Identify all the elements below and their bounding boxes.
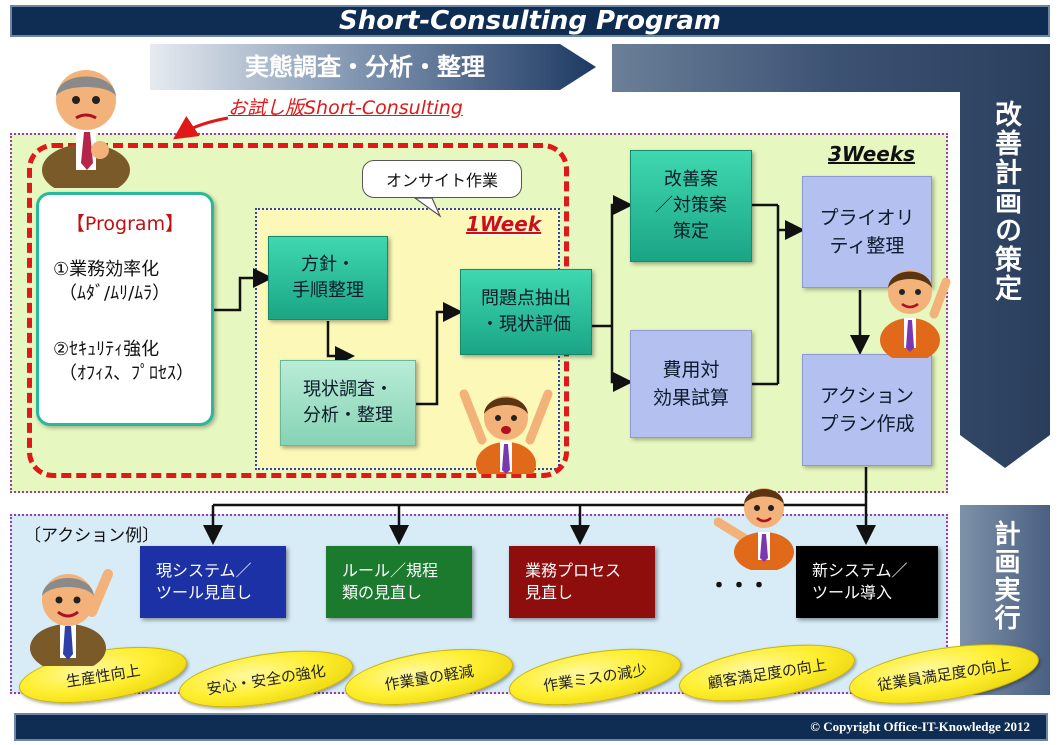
program-title: Short-Consulting Program [10, 5, 1050, 37]
step-policy: 方針・ 手順整理 [268, 236, 388, 320]
worried-manager-icon [42, 70, 130, 188]
program-item1-detail: （ﾑﾀﾞ/ﾑﾘ/ﾑﾗ） [59, 283, 171, 304]
action-new-system: 新システム／ ツール導入 [796, 546, 938, 618]
cheering-staff-icon [459, 389, 553, 474]
cheering-manager-icon [30, 569, 113, 666]
pointing-staff-icon [880, 270, 951, 358]
phase1-arrow [150, 44, 596, 90]
phase1-label: 実態調査・分析・整理 [245, 53, 485, 81]
step-cost: 費用対 効果試算 [630, 330, 752, 438]
weeks3-label: 3Weeks [828, 142, 916, 166]
trial-label: お試し版Short-Consulting [228, 97, 463, 119]
right-phase-arrow [612, 44, 1050, 468]
onsite-bubble: オンサイト作業 [362, 160, 522, 198]
week1-label: 1Week [466, 212, 542, 236]
copyright-footer: © Copyright Office-IT-Knowledge 2012 [14, 713, 1048, 741]
right-phase1-label: 改善計画の策定 [990, 100, 1021, 303]
step-priority: プライオリ ティ整理 [802, 176, 932, 288]
action-rule-review: ルール／規程 類の見直し [326, 546, 472, 618]
program-item2-detail: （ｵﾌｨｽ、ﾌﾟﾛｾｽ） [59, 363, 194, 384]
step-problems: 問題点抽出 ・現状評価 [460, 269, 592, 355]
program-heading: 【Program】 [65, 213, 185, 235]
program-box: 【Program】 ①業務効率化 （ﾑﾀﾞ/ﾑﾘ/ﾑﾗ） ②ｾｷｭﾘﾃｨ強化 （… [36, 192, 214, 426]
action-ellipsis: ・・・ [708, 574, 770, 599]
action-process-review: 業務プロセス 見直し [509, 546, 655, 618]
step-improvement: 改善案 ／対策案 策定 [630, 150, 752, 262]
action-example-label: 〔アクション例〕 [24, 526, 160, 546]
step-survey: 現状調査・ 分析・整理 [280, 360, 416, 446]
program-item1: ①業務効率化 [53, 259, 160, 280]
presenting-staff-icon [714, 488, 794, 570]
action-system-review: 現システム／ ツール見直し [140, 546, 286, 618]
program-item2: ②ｾｷｭﾘﾃｨ強化 [53, 339, 160, 360]
right-phase2-label: 計画実行 [990, 520, 1020, 632]
step-action-plan: アクション プラン作成 [802, 354, 932, 466]
